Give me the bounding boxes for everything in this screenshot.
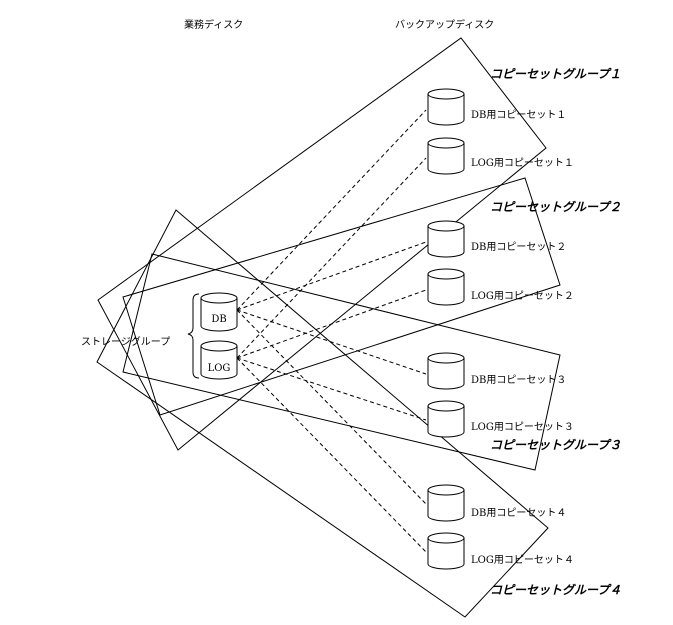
- copy-set-group-3-label: コピーセットグループ３: [490, 438, 621, 452]
- copy-line-log-2: [236, 289, 427, 359]
- business-disk-header: 業務ディスク: [184, 18, 243, 31]
- db-copy-set-label-4: DB用コピーセット４: [471, 507, 566, 519]
- storage-group-label: ストレージグループ: [81, 335, 170, 348]
- copy-line-log-4: [236, 357, 427, 553]
- db-copy-set-label-3: DB用コピーセット３: [471, 374, 566, 386]
- backup-log-disk-4: [427, 532, 465, 570]
- copy-set-group-3-frame: [122, 253, 561, 471]
- source-db-label: DB: [211, 314, 226, 325]
- log-copy-set-label-1: LOG用コピーセット１: [471, 157, 574, 169]
- source-db-disk: DB: [200, 292, 238, 332]
- log-copy-set-label-3: LOG用コピーセット３: [471, 421, 574, 433]
- copy-line-log-1: [236, 157, 427, 359]
- copy-line-db-3: [236, 309, 427, 375]
- copy-line-log-3: [236, 357, 427, 421]
- copy-set-group-4-frame: [96, 209, 549, 618]
- db-copy-set-label-2: DB用コピーセット２: [471, 241, 566, 253]
- copy-set-group-2-label: コピーセットグループ２: [490, 200, 621, 214]
- backup-db-disk-2: [427, 220, 465, 258]
- copy-line-db-4: [236, 309, 427, 505]
- log-copy-set-label-2: LOG用コピーセット２: [471, 290, 574, 302]
- backup-log-disk-2: [427, 268, 465, 306]
- backup-db-disk-4: [427, 484, 465, 522]
- copy-line-db-2: [236, 241, 427, 311]
- backup-db-disk-3: [427, 352, 465, 390]
- copy-set-group-4-label: コピーセットグループ４: [490, 583, 621, 597]
- source-log-disk: LOG: [200, 340, 238, 380]
- copy-set-group-2-frame: [122, 177, 561, 416]
- backup-db-disk-1: [427, 88, 465, 126]
- copy-line-db-1: [236, 109, 427, 311]
- backup-log-disk-3: [427, 400, 465, 438]
- db-copy-set-label-1: DB用コピーセット１: [471, 109, 566, 121]
- copy-set-group-1-label: コピーセットグループ１: [490, 67, 621, 81]
- backup-log-disk-1: [427, 137, 465, 175]
- source-log-label: LOG: [208, 363, 231, 374]
- backup-disk-header: バックアップディスク: [395, 18, 494, 31]
- storage-group-brace: [187, 293, 200, 379]
- log-copy-set-label-4: LOG用コピーセット４: [471, 554, 574, 566]
